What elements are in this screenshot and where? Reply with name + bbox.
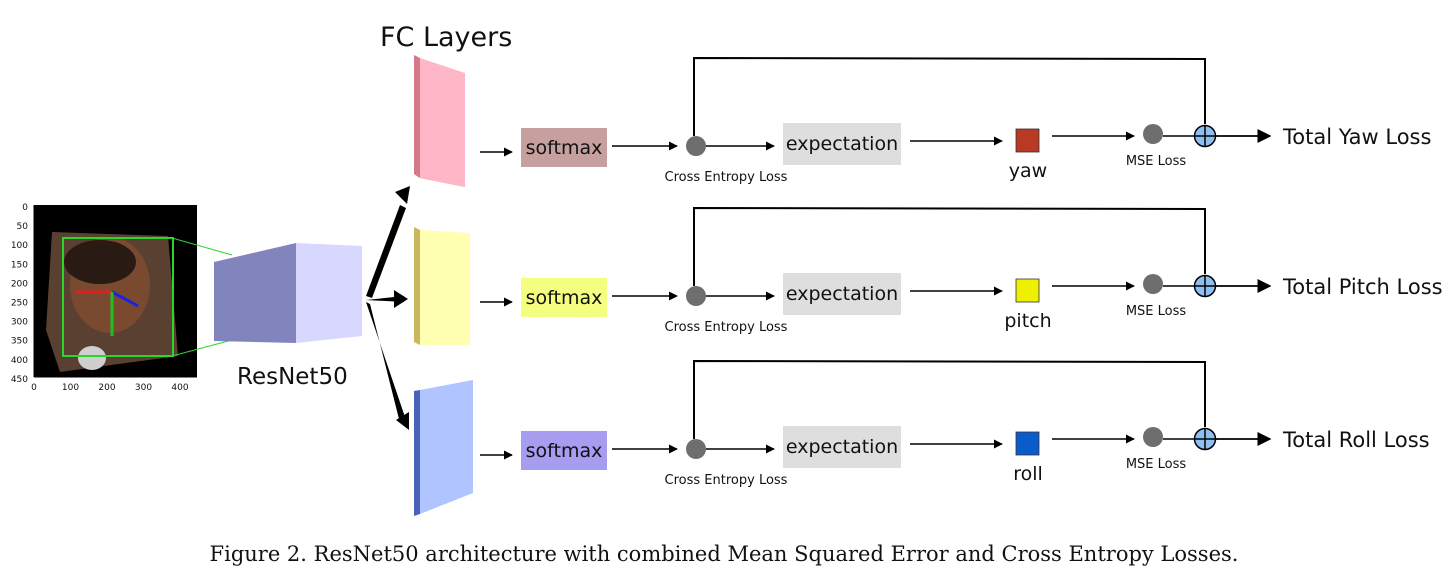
softmax-label: softmax [526, 137, 603, 159]
resnet50-block [214, 243, 362, 343]
sum-node [1193, 427, 1217, 451]
face-bbox [62, 237, 174, 357]
y-tick-label: 400 [11, 356, 28, 366]
cross-entropy-label: Cross Entropy Loss [665, 473, 788, 488]
cross-entropy-label: Cross Entropy Loss [665, 320, 788, 335]
y-tick-label: 0 [22, 203, 28, 213]
cross-entropy-node [686, 136, 706, 156]
angle-square [1015, 278, 1040, 303]
expectation-box [783, 426, 901, 468]
angle-label: yaw [1009, 160, 1047, 182]
total-loss-label: Total Pitch Loss [1282, 275, 1443, 299]
expectation-label: expectation [786, 283, 898, 305]
softmax-label: softmax [526, 287, 603, 309]
cross-entropy-label: Cross Entropy Loss [665, 170, 788, 185]
figure-caption: Figure 2. ResNet50 architecture with com… [210, 542, 1239, 566]
expectation-box [783, 123, 901, 165]
y-tick-label: 450 [11, 375, 28, 385]
sum-node [1193, 124, 1217, 148]
angle-label: roll [1013, 463, 1043, 485]
x-tick-label: 200 [98, 383, 115, 393]
x-tick-label: 0 [31, 383, 37, 393]
sum-node [1193, 274, 1217, 298]
y-tick-label: 50 [17, 222, 29, 232]
mse-node [1143, 124, 1163, 144]
mse-label: MSE Loss [1126, 457, 1187, 472]
skip-connection-line [693, 56, 1206, 136]
hair-shape [64, 240, 136, 284]
roll-axis-line [111, 290, 139, 308]
headphone-shape [78, 346, 106, 370]
resnet50-label: ResNet50 [237, 364, 348, 390]
mse-label: MSE Loss [1126, 154, 1187, 169]
angle-square [1015, 431, 1040, 456]
total-loss-label: Total Roll Loss [1282, 428, 1430, 452]
y-tick-label: 350 [11, 337, 28, 347]
y-tick-label: 200 [11, 279, 28, 289]
input-face-plot: 0 50 100 150 200 250 300 350 400 450 0 100 200 300 40… [11, 203, 197, 393]
mse-label: MSE Loss [1126, 304, 1187, 319]
cross-entropy-node [686, 286, 706, 306]
softmax-box [521, 431, 607, 470]
angle-label: pitch [1004, 310, 1051, 332]
y-tick-label: 150 [11, 260, 28, 270]
projection-line-top [171, 237, 233, 256]
y-tick-label: 300 [11, 318, 28, 328]
softmax-label: softmax [526, 440, 603, 462]
x-tick-label: 400 [171, 383, 188, 393]
x-tick-label: 100 [62, 383, 79, 393]
cross-entropy-node [686, 439, 706, 459]
x-tick-label: 300 [135, 383, 152, 393]
mse-node [1143, 274, 1163, 294]
total-loss-label: Total Yaw Loss [1282, 125, 1431, 149]
branch-splitter [366, 186, 410, 430]
fc-layers-title: FC Layers [380, 22, 512, 53]
softmax-box [521, 128, 607, 167]
y-tick-label: 250 [11, 299, 28, 309]
expectation-label: expectation [786, 133, 898, 155]
fc-layer-yaw [414, 55, 465, 187]
expectation-box [783, 273, 901, 315]
y-tick-label: 100 [11, 241, 28, 251]
skip-connection-line [693, 359, 1206, 439]
angle-square [1015, 128, 1040, 153]
fc-layer-roll [414, 380, 473, 516]
skip-connection-line [693, 206, 1206, 286]
expectation-label: expectation [786, 436, 898, 458]
mse-node [1143, 427, 1163, 447]
softmax-box [521, 278, 607, 317]
fc-layer-pitch [414, 227, 470, 345]
projection-line-bottom [171, 339, 233, 357]
